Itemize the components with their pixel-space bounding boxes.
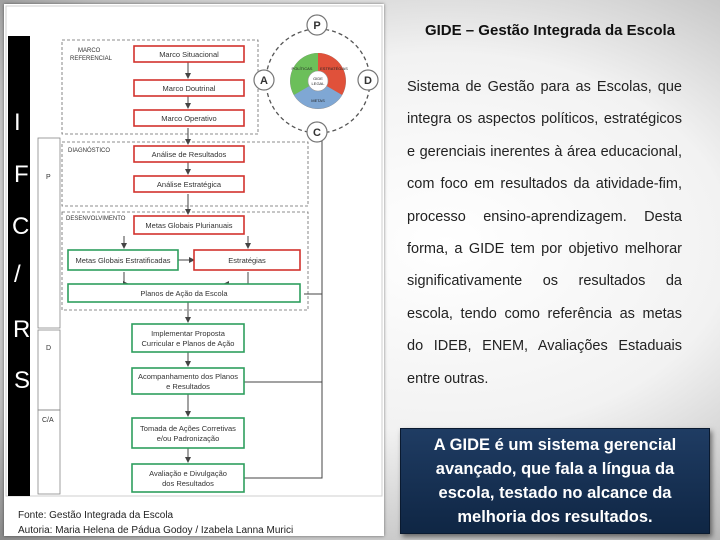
cycle-letter-d: D	[364, 75, 372, 87]
box-label-tomada-1: Tomada de Ações Corretivas	[140, 424, 236, 433]
side-letter-c-overlay: C	[12, 213, 29, 240]
cycle-label-estrategias: ESTRATÉGIAS	[320, 66, 348, 71]
source-caption: Fonte: Gestão Integrada da Escola Autori…	[18, 508, 293, 538]
page-title: GIDE – Gestão Integrada da Escola	[424, 22, 676, 39]
box-marco-situacional	[133, 45, 245, 63]
cycle-center-1: GIDE	[313, 76, 323, 81]
box-avaliacao	[131, 463, 245, 493]
box-label-estrategias: Estratégias	[228, 256, 266, 265]
side-letter-s: S	[14, 367, 30, 394]
gide-diagram-panel: I F C / R S I F C / R S P	[4, 4, 384, 536]
cycle-label-metas: METAS	[311, 98, 325, 103]
side-letter-slash-overlay: /	[14, 261, 21, 288]
pdca-label-ca: C/A	[42, 417, 54, 424]
cycle-node-d	[357, 69, 379, 91]
side-letter-r-overlay: R	[13, 316, 30, 343]
cycle-sector-metas	[294, 81, 342, 109]
callout-text: A GIDE é um sistema gerencial avançado, …	[433, 436, 677, 526]
cycle-center-2: LEGAL	[312, 81, 326, 86]
box-tomada-acoes	[131, 417, 245, 449]
gide-flow-diagram: I F C / R S I F C / R S P	[5, 5, 383, 497]
label-desenvolvimento: DESENVOLVIMENTO	[66, 216, 126, 222]
label-diagnostico: DIAGNÓSTICO	[68, 147, 110, 154]
box-marco-doutrinal	[133, 79, 245, 97]
arrow-estrategias-planos	[223, 272, 249, 287]
box-analise-estrategica	[133, 175, 245, 193]
box-label-implementar-1: Implementar Proposta	[151, 329, 226, 338]
box-analise-resultados	[133, 145, 245, 163]
arrow-estratificadas-planos	[123, 272, 129, 287]
diagram-frame	[5, 5, 383, 497]
pdca-label-p: P	[46, 174, 51, 181]
source-line-2: Autoria: Maria Helena de Pádua Godoy / I…	[18, 525, 294, 536]
box-label-acompanhamento-1: Acompanhamento dos Planos	[138, 372, 238, 381]
side-letter-i-overlay: I	[14, 109, 21, 136]
side-letter-f: F	[14, 161, 29, 188]
box-label-planos-acao: Planos de Ação da Escola	[140, 289, 228, 298]
box-label-operativo: Marco Operativo	[161, 114, 216, 123]
box-label-metas-estratificadas: Metas Globais Estratificadas	[75, 256, 170, 265]
callout-box: A GIDE é um sistema gerencial avançado, …	[400, 428, 710, 534]
side-letter-f-overlay: F	[14, 161, 29, 188]
side-letter-c: C	[12, 213, 29, 240]
side-letter-slash: /	[14, 261, 21, 288]
box-label-acompanhamento-2: e Resultados	[166, 382, 210, 391]
cycle-center	[307, 70, 329, 92]
side-letter-i: I	[14, 109, 21, 136]
box-label-metas-plurianuais: Metas Globais Plurianuais	[145, 221, 232, 230]
box-marco-operativo	[133, 109, 245, 127]
side-letter-s-overlay: S	[14, 367, 30, 394]
box-metas-estratificadas	[67, 249, 179, 271]
pdca-cycle: POLÍTICAS ESTRATÉGIAS METAS GIDE LEGAL P…	[253, 14, 379, 143]
box-estrategias	[193, 249, 301, 271]
cycle-letter-p: P	[313, 20, 320, 32]
cycle-letter-c: C	[313, 127, 321, 139]
box-planos-acao	[67, 283, 301, 303]
box-acompanhamento	[131, 367, 245, 395]
box-label-situacional: Marco Situacional	[159, 50, 219, 59]
cycle-letter-a: A	[260, 75, 268, 87]
box-label-tomada-2: e/ou Padronização	[157, 434, 220, 443]
box-label-analise-resultados: Análise de Resultados	[152, 150, 227, 159]
cycle-node-a	[253, 69, 275, 91]
cycle-node-p	[306, 14, 328, 36]
pdca-bracket-ca	[37, 409, 61, 495]
label-referencial: REFERENCIAL	[70, 56, 113, 62]
box-label-avaliacao-1: Avaliação e Divulgação	[149, 469, 227, 478]
cycle-label-politicas: POLÍTICAS	[292, 66, 313, 71]
feedback-line-lower	[244, 294, 323, 383]
pdca-bracket-d	[37, 329, 61, 411]
side-bar	[8, 36, 30, 496]
cycle-node-c	[306, 121, 328, 143]
box-metas-plurianuais	[133, 215, 245, 235]
box-label-doutrinal: Marco Doutrinal	[163, 84, 216, 93]
box-implementar	[131, 323, 245, 353]
box-label-implementar-2: Curricular e Planos de Ação	[142, 339, 235, 348]
pdca-label-d: D	[46, 345, 51, 352]
source-line-1: Fonte: Gestão Integrada da Escola	[18, 510, 174, 521]
feedback-line-bottom	[244, 382, 323, 479]
label-marco: MARCO	[78, 48, 101, 54]
description-text: Sistema de Gestão para as Escolas, que i…	[407, 79, 682, 387]
side-letter-r: R	[13, 316, 30, 343]
feedback-line	[304, 134, 323, 295]
box-label-avaliacao-2: dos Resultados	[162, 479, 214, 488]
box-label-analise-estrategica: Análise Estratégica	[157, 180, 222, 189]
pdca-bracket-p	[37, 137, 61, 329]
